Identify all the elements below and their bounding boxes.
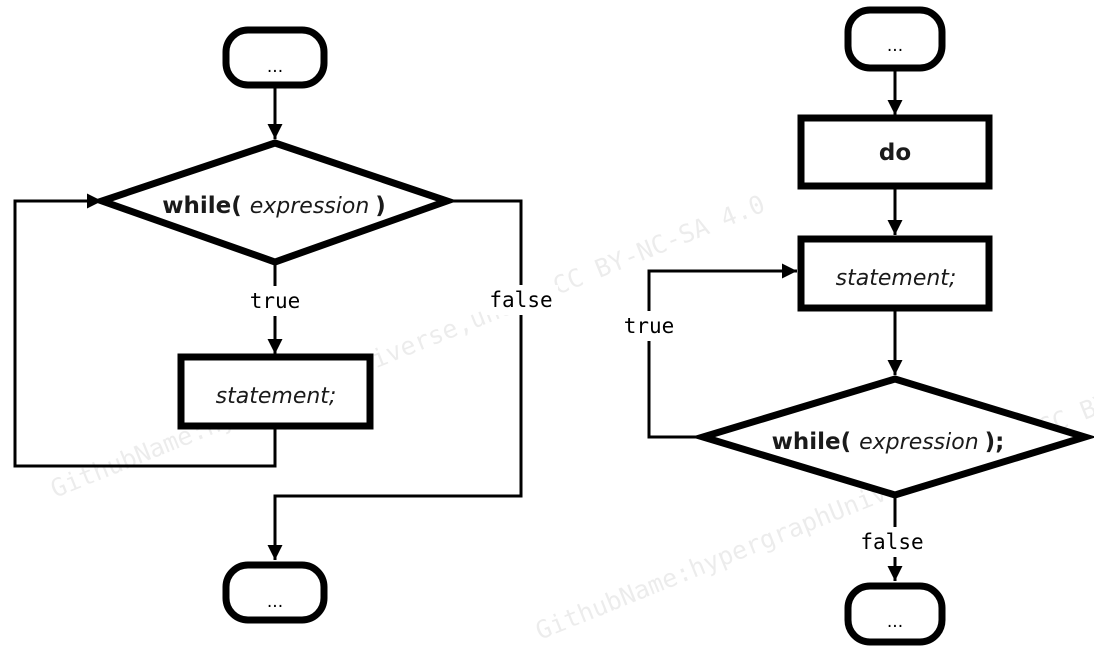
condition-text: while( expression); xyxy=(772,429,1005,455)
loop-back-arrow xyxy=(13,193,277,468)
end-terminal xyxy=(222,561,328,624)
condition-close-paren: ); xyxy=(985,429,1005,455)
statement-box xyxy=(177,353,374,430)
start-terminal xyxy=(844,6,946,72)
while-loop-diagram: ... while( expression) true false stateme… xyxy=(13,26,558,624)
start-terminal-label: ... xyxy=(887,36,903,56)
condition-diamond xyxy=(690,375,1094,499)
condition-text: while( expression) xyxy=(162,193,386,219)
while-keyword: while( xyxy=(772,429,852,455)
true-label-bg xyxy=(620,311,678,341)
arrow-false-to-end xyxy=(267,199,523,560)
true-label-bg xyxy=(246,286,304,316)
do-while-loop-diagram: ... do statement; while( expression); tru… xyxy=(620,6,1094,646)
watermark-text-1: GithubName:hypergraphUniverse,under CC B… xyxy=(46,189,769,503)
start-terminal xyxy=(222,26,328,89)
end-terminal-label: ... xyxy=(887,612,903,632)
watermark-text-2: GithubName:hypergraphUniverse,under CC B… xyxy=(531,331,1094,645)
true-edge-label: true xyxy=(250,289,301,313)
start-terminal-label: ... xyxy=(267,57,283,77)
condition-expression: expression xyxy=(250,194,370,219)
statement-label: statement; xyxy=(216,384,337,409)
statement-box xyxy=(797,235,993,312)
true-edge-label: true xyxy=(624,314,675,338)
false-edge-label: false xyxy=(489,288,552,312)
while-keyword: while( xyxy=(162,193,242,219)
do-label: do xyxy=(879,140,911,166)
false-label-bg xyxy=(484,285,558,315)
false-label-bg xyxy=(857,527,933,557)
condition-diamond xyxy=(91,139,458,266)
end-terminal-label: ... xyxy=(267,592,283,612)
end-terminal xyxy=(844,582,946,646)
false-edge-label: false xyxy=(860,530,923,554)
loop-back-arrow xyxy=(647,263,797,439)
do-box xyxy=(797,114,993,190)
condition-close-paren: ) xyxy=(375,193,386,219)
condition-expression: expression xyxy=(859,430,979,455)
statement-label: statement; xyxy=(836,266,957,291)
